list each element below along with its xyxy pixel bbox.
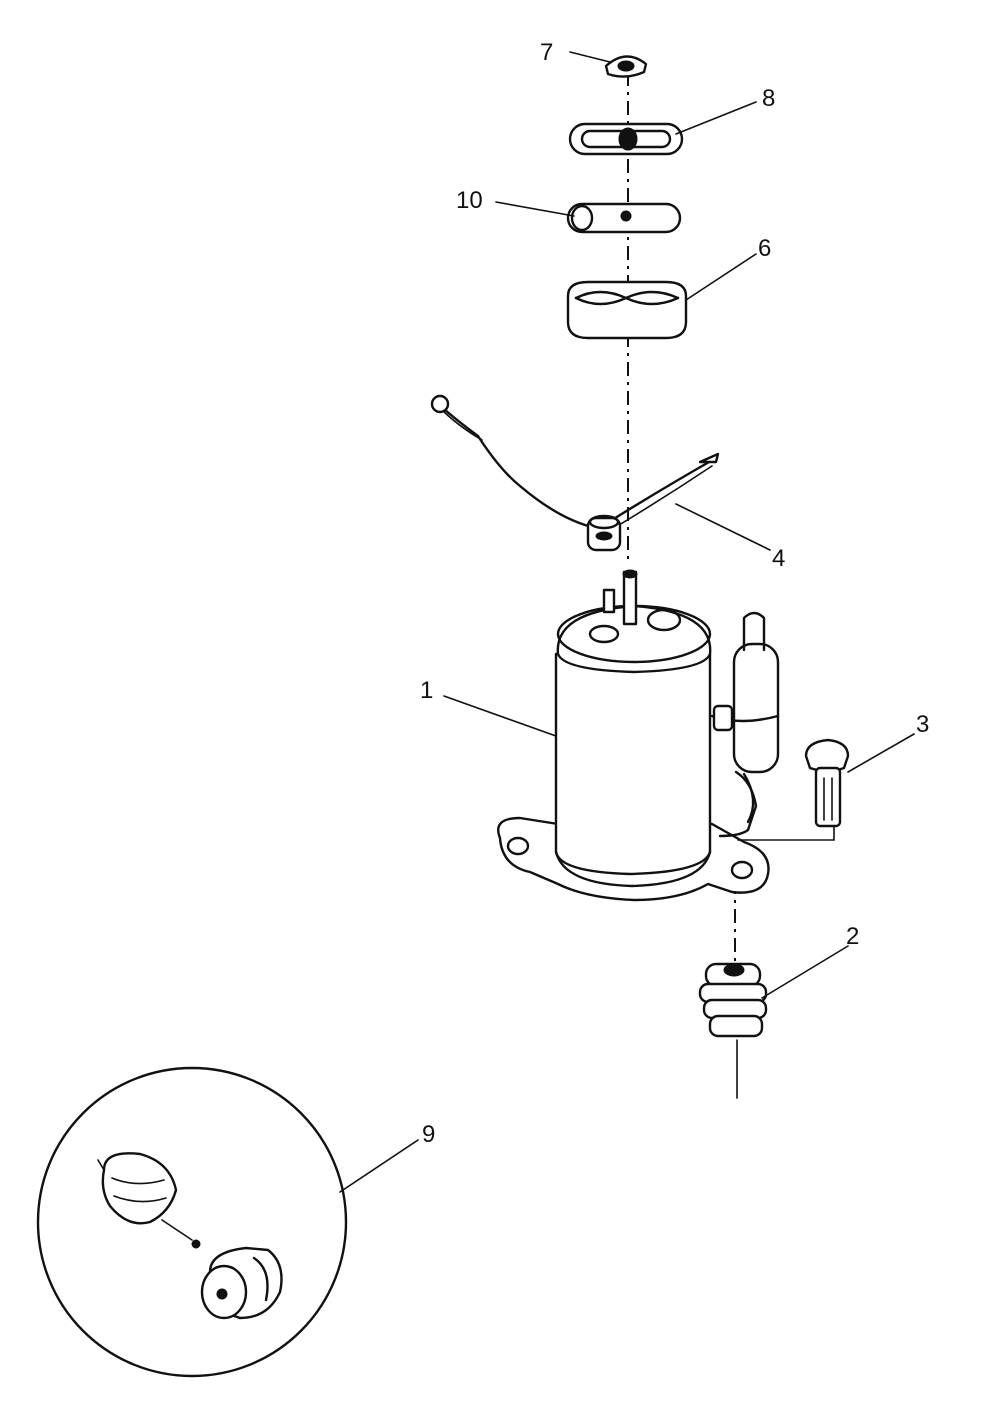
callout-6: 6 <box>758 235 771 262</box>
part-9-detail-view <box>36 1066 348 1378</box>
part-7-nut <box>604 55 648 78</box>
leader-9 <box>339 1139 419 1193</box>
part-3-bolt <box>737 738 850 841</box>
leader-7 <box>569 51 611 63</box>
callout-3: 3 <box>916 711 929 738</box>
part-10-spacer <box>566 202 682 234</box>
leader-4 <box>675 503 771 551</box>
leader-2 <box>761 945 849 999</box>
leader-1 <box>443 695 557 737</box>
part-4-overload-protector <box>430 394 720 552</box>
callout-9: 9 <box>422 1121 435 1148</box>
callout-8: 8 <box>762 85 775 112</box>
part-6-terminal-cover <box>566 280 688 340</box>
part-2-grommet <box>698 962 768 1038</box>
callout-10: 10 <box>456 187 483 214</box>
leader-8 <box>675 101 757 135</box>
callout-4: 4 <box>772 545 785 572</box>
part-1-compressor <box>497 569 780 902</box>
leader-3 <box>847 733 915 773</box>
part-8-washer <box>568 122 684 156</box>
callout-2: 2 <box>846 923 859 950</box>
callout-1: 1 <box>420 677 433 704</box>
leader-6 <box>685 253 757 301</box>
leader-10 <box>495 201 575 217</box>
callout-7: 7 <box>540 39 553 66</box>
